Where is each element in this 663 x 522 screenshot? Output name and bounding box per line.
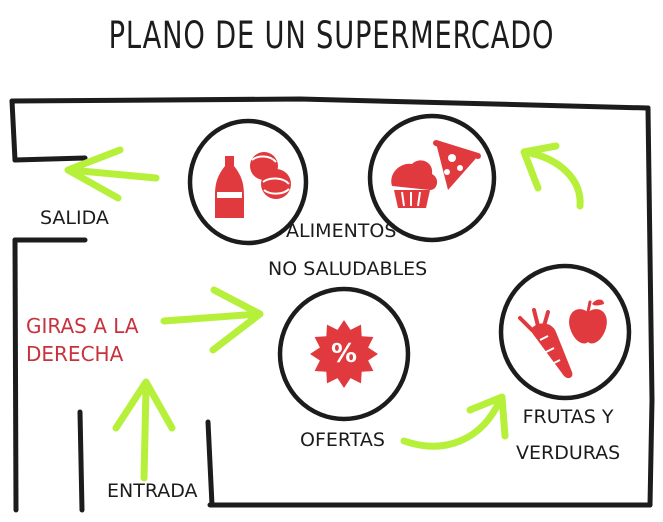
- soda-bottle-icon: [215, 156, 244, 218]
- pizza-slice-icon: [433, 140, 481, 190]
- produce-label-line1: FRUTAS Y: [522, 406, 614, 428]
- discount-badge-icon: [310, 320, 378, 388]
- carrot-icon: [518, 308, 573, 379]
- exit-label: SALIDA: [40, 207, 109, 229]
- right-wall: [645, 105, 655, 508]
- arrow-up-right-side: [520, 142, 584, 210]
- offers-label: OFERTAS: [300, 429, 385, 451]
- entrance-label: ENTRADA: [107, 480, 198, 502]
- left-wall-lower: [12, 237, 19, 513]
- unhealthy-label-line1: ALIMENTOS: [286, 220, 397, 242]
- arrow-right-giras: [160, 286, 264, 354]
- section-circles: [187, 113, 632, 422]
- left-wall-upper: [9, 98, 18, 163]
- apple-icon: [569, 299, 607, 344]
- arrow-left-exit: [64, 146, 160, 202]
- turn-right-label-line1: GIRAS A LA: [26, 314, 139, 338]
- page-title: PLANO DE UN SUPERMERCADO: [108, 14, 555, 57]
- produce-label-line2: VERDURAS: [516, 442, 621, 464]
- entrance-left-post: [77, 409, 85, 513]
- entrance-right-post: [205, 419, 215, 508]
- bakery-circle: [367, 113, 497, 243]
- store-walls: [9, 96, 655, 513]
- offers-circle: [277, 286, 411, 422]
- produce-circle: [498, 263, 632, 401]
- turn-right-label-line2: DERECHA: [26, 342, 124, 366]
- unhealthy-label-line2: NO SALUDABLES: [268, 258, 428, 280]
- percent-label: %: [331, 339, 357, 369]
- top-wall: [9, 96, 651, 111]
- cupcake-icon: [391, 160, 438, 208]
- arrow-to-produce: [400, 393, 509, 450]
- exit-door-top: [12, 155, 88, 163]
- unhealthy-circle: [187, 118, 309, 246]
- route-arrows: [64, 142, 584, 482]
- cookies-icon: [250, 152, 291, 199]
- arrow-up-entrance: [112, 378, 176, 482]
